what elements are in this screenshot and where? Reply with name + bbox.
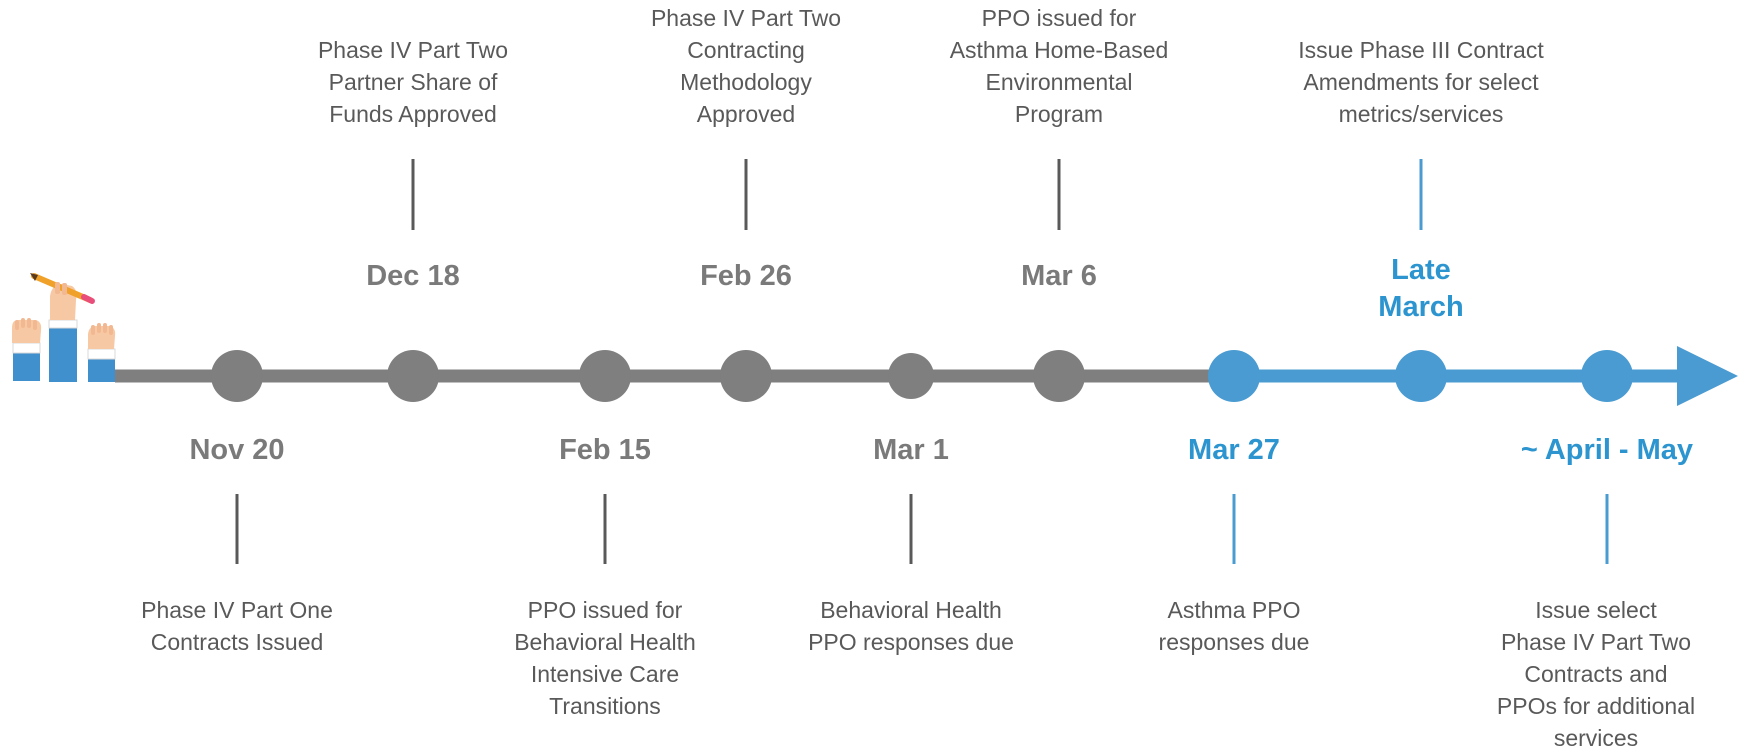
milestone-description: Asthma PPO responses due xyxy=(1158,597,1310,655)
timeline-arrowhead xyxy=(1677,346,1738,406)
milestone-dot xyxy=(387,350,439,402)
milestone-dot xyxy=(1208,350,1260,402)
milestone-dot xyxy=(720,350,772,402)
milestone-date: Mar 6 xyxy=(1021,260,1097,292)
milestone-date: Nov 20 xyxy=(189,434,285,466)
milestone-description: Behavioral Health PPO responses due xyxy=(808,597,1014,655)
milestone-date: Mar 1 xyxy=(873,434,949,466)
milestone-description: PPO issued for Asthma Home-Based Environ… xyxy=(949,5,1169,127)
milestone-date: Mar 27 xyxy=(1188,434,1280,466)
milestone-description: Phase IV Part One Contracts Issued xyxy=(141,597,333,655)
milestone-date: Dec 18 xyxy=(366,260,460,292)
milestone-date: Feb 26 xyxy=(700,260,792,292)
milestone-dot xyxy=(1033,350,1085,402)
milestone-description: Issue select Phase IV Part Two Contracts… xyxy=(1496,597,1696,751)
hands-raised-with-pencil-icon xyxy=(12,273,116,382)
milestone-dot xyxy=(888,353,934,399)
milestone-date: Feb 15 xyxy=(559,434,651,466)
milestone-dot xyxy=(579,350,631,402)
milestone-description: PPO issued for Behavioral Health Intensi… xyxy=(514,597,696,719)
milestone-description: Phase IV Part Two Partner Share of Funds… xyxy=(317,37,509,127)
milestone-description: Phase IV Part Two Contracting Methodolog… xyxy=(650,5,842,127)
milestone-dot xyxy=(1395,350,1447,402)
milestone-description: Issue Phase III Contract Amendments for … xyxy=(1298,37,1544,127)
milestone-dot xyxy=(1581,350,1633,402)
milestone-date: Late March xyxy=(1378,254,1464,323)
milestone-dot xyxy=(211,350,263,402)
milestone-date: ~ April - May xyxy=(1520,434,1694,466)
